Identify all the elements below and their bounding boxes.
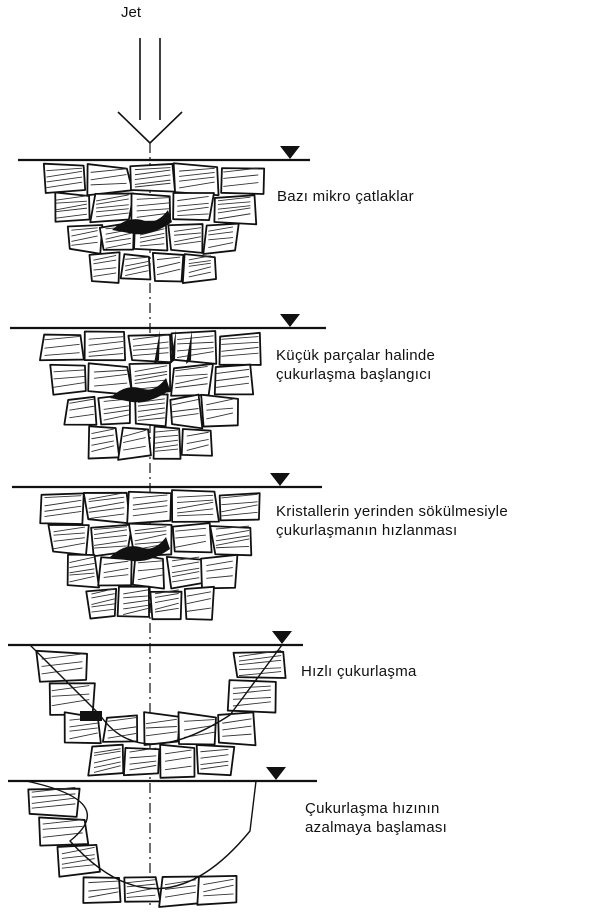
stage-label-3: Kristallerin yerinden sökülmesiyle çukur… xyxy=(276,502,508,540)
jet-arrow xyxy=(118,38,182,143)
water-level-marker xyxy=(270,473,290,486)
rock-grains xyxy=(28,787,236,907)
water-level-marker xyxy=(266,767,286,780)
stage-label-2: Küçük parçalar halinde çukurlaşma başlan… xyxy=(276,346,435,384)
stage-label-4: Hızlı çukurlaşma xyxy=(301,662,417,681)
stage-5 xyxy=(8,767,317,907)
water-level-marker xyxy=(280,314,300,327)
stage-2 xyxy=(10,314,326,460)
stage-1 xyxy=(18,146,310,283)
rock-grains xyxy=(36,650,285,777)
dislodged-grain xyxy=(80,711,102,721)
stage-3 xyxy=(12,473,322,620)
stage-label-5: Çukurlaşma hızının azalmaya başlaması xyxy=(305,799,447,837)
water-level-marker xyxy=(280,146,300,159)
stage-4 xyxy=(8,631,303,778)
stage-label-1: Bazı mikro çatlaklar xyxy=(277,187,414,206)
water-level-marker xyxy=(272,631,292,644)
